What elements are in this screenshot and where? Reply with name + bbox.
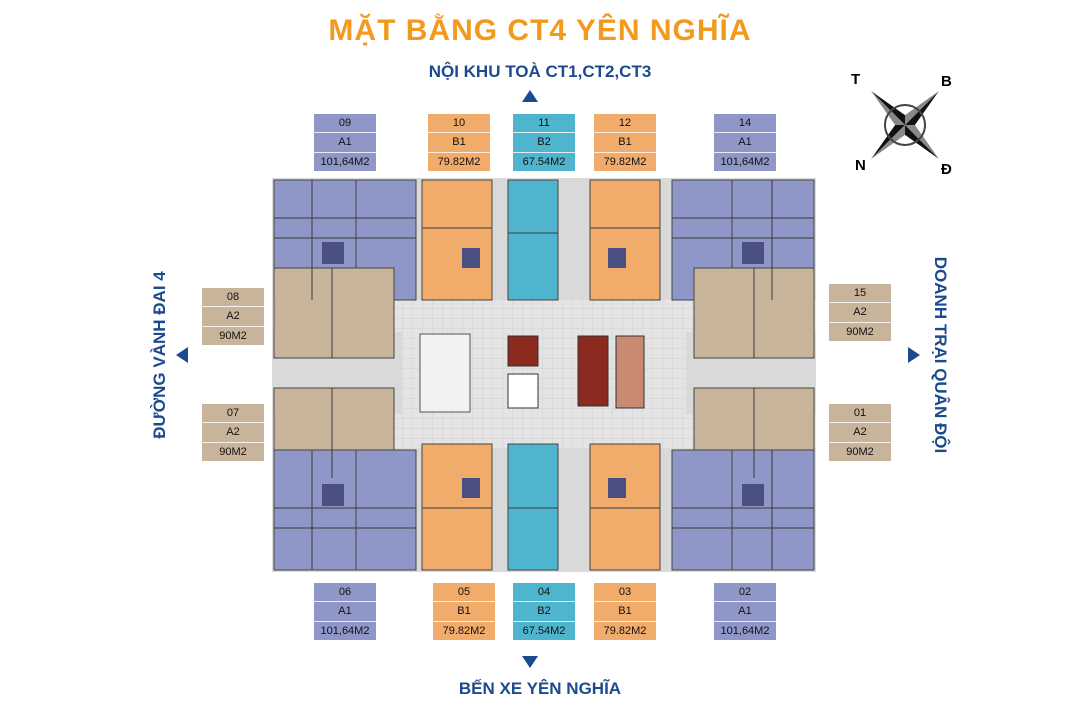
- unit-type: B1: [594, 602, 656, 622]
- unit-label-02: 02 A1 101,64M2: [714, 583, 776, 640]
- unit-number: 12: [594, 114, 656, 134]
- unit-type: A2: [829, 303, 891, 323]
- unit-area: 90M2: [846, 325, 874, 338]
- unit-number: 11: [513, 114, 575, 134]
- unit-label-07: 07 A2 90M2: [202, 404, 264, 461]
- unit-area: 90M2: [846, 445, 874, 458]
- unit-label-09: 09 A1 101,64M2: [314, 114, 376, 171]
- north-direction-label: NỘI KHU TOÀ CT1,CT2,CT3: [428, 62, 652, 81]
- unit-type: A2: [202, 423, 264, 443]
- unit-number: 02: [714, 583, 776, 603]
- compass-icon: T B N Đ: [845, 65, 965, 185]
- south-arrow-icon: [522, 656, 538, 668]
- compass-south-letter: N: [855, 157, 866, 174]
- unit-area: 67.54M2: [522, 155, 566, 168]
- south-direction-label: BẾN XE YÊN NGHĨA: [458, 679, 622, 698]
- unit-type: B2: [513, 602, 575, 622]
- unit-type: B2: [513, 133, 575, 153]
- unit-label-06: 06 A1 101,64M2: [314, 583, 376, 640]
- unit-number: 01: [829, 404, 891, 424]
- east-direction-label: DOANH TRẠI QUÂN ĐỘI: [931, 256, 950, 454]
- unit-label-01: 01 A2 90M2: [829, 404, 891, 461]
- unit-label-03: 03 B1 79.82M2: [594, 583, 656, 640]
- unit-number: 10: [428, 114, 490, 134]
- east-arrow-icon: [908, 347, 920, 363]
- unit-type: A2: [829, 423, 891, 443]
- unit-area: 101,64M2: [720, 155, 770, 168]
- unit-area: 101,64M2: [720, 624, 770, 637]
- compass-north-letter: B: [941, 73, 952, 90]
- unit-label-05: 05 B1 79.82M2: [433, 583, 495, 640]
- west-direction-label: ĐƯỜNG VÀNH ĐAI 4: [150, 271, 169, 439]
- floor-plan: [272, 178, 816, 572]
- unit-type: B1: [594, 133, 656, 153]
- unit-area: 101,64M2: [320, 155, 370, 168]
- unit-area: 79.82M2: [603, 155, 647, 168]
- unit-number: 09: [314, 114, 376, 134]
- unit-type: A1: [314, 602, 376, 622]
- compass-east-letter: Đ: [941, 161, 952, 178]
- unit-area: 90M2: [219, 445, 247, 458]
- unit-number: 06: [314, 583, 376, 603]
- unit-type: B1: [428, 133, 490, 153]
- unit-area: 79.82M2: [437, 155, 481, 168]
- unit-type: B1: [433, 602, 495, 622]
- unit-number: 03: [594, 583, 656, 603]
- page-title: MẶT BẰNG CT4 YÊN NGHĨA: [328, 14, 752, 47]
- unit-label-12: 12 B1 79.82M2: [594, 114, 656, 171]
- unit-area: 90M2: [219, 329, 247, 342]
- unit-type: A1: [314, 133, 376, 153]
- unit-area: 67.54M2: [522, 624, 566, 637]
- unit-number: 14: [714, 114, 776, 134]
- unit-type: A2: [202, 307, 264, 327]
- north-arrow-icon: [522, 90, 538, 102]
- unit-number: 08: [202, 288, 264, 308]
- unit-type: A1: [714, 133, 776, 153]
- unit-label-11: 11 B2 67.54M2: [513, 114, 575, 171]
- unit-number: 15: [829, 284, 891, 304]
- west-arrow-icon: [176, 347, 188, 363]
- unit-number: 07: [202, 404, 264, 424]
- unit-area: 79.82M2: [442, 624, 486, 637]
- unit-area: 79.82M2: [603, 624, 647, 637]
- unit-area: 101,64M2: [320, 624, 370, 637]
- unit-label-10: 10 B1 79.82M2: [428, 114, 490, 171]
- unit-number: 05: [433, 583, 495, 603]
- unit-label-14: 14 A1 101,64M2: [714, 114, 776, 171]
- compass-west-letter: T: [851, 71, 861, 88]
- unit-label-08: 08 A2 90M2: [202, 288, 264, 345]
- unit-type: A1: [714, 602, 776, 622]
- unit-label-04: 04 B2 67.54M2: [513, 583, 575, 640]
- unit-label-15: 15 A2 90M2: [829, 284, 891, 341]
- unit-number: 04: [513, 583, 575, 603]
